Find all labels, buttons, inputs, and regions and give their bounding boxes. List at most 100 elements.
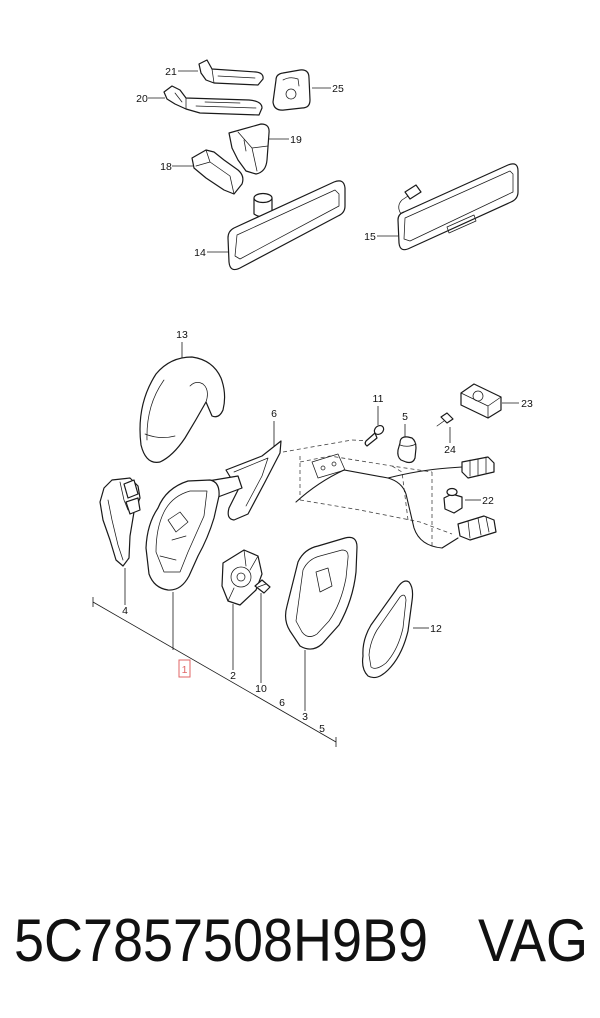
part-13-mirror-cap bbox=[139, 356, 226, 463]
part-3-inner bbox=[295, 549, 349, 637]
part-24-shaft bbox=[436, 420, 445, 427]
door-hole-left bbox=[320, 465, 326, 471]
part-4-clip-lower bbox=[125, 497, 141, 515]
part-3-mirror-carrier bbox=[284, 536, 358, 650]
callout-12: 12 bbox=[430, 623, 442, 635]
part-23-hole bbox=[472, 390, 484, 402]
part-15-rearview-mirror bbox=[397, 163, 519, 251]
callout-1: 1 bbox=[182, 664, 188, 676]
part-21-bracket bbox=[198, 59, 264, 86]
wire-main bbox=[295, 469, 459, 549]
part-25-outline bbox=[272, 69, 311, 111]
part-6-mirror-base bbox=[225, 440, 282, 521]
part-12-outline bbox=[361, 580, 414, 679]
part-25-cover bbox=[272, 69, 311, 111]
part-22-bulb bbox=[446, 487, 458, 497]
callout-4: 4 bbox=[122, 605, 128, 617]
part-23-outline bbox=[460, 383, 502, 419]
callout-14: 14 bbox=[194, 247, 206, 259]
part-19-outline bbox=[228, 123, 270, 175]
part-3-boss bbox=[315, 567, 333, 593]
part-23-housing bbox=[460, 383, 502, 419]
part-18-cover bbox=[191, 149, 244, 195]
callout-21: 21 bbox=[165, 66, 177, 78]
part-2-hub bbox=[236, 572, 246, 582]
part-20-detail bbox=[174, 92, 257, 110]
part-10-screw bbox=[254, 579, 271, 594]
part-25-detail bbox=[282, 77, 300, 87]
callout-5-lower: 5 bbox=[319, 723, 325, 735]
callout-1-highlight-box bbox=[178, 659, 191, 678]
part-15-connector-wire bbox=[398, 195, 409, 215]
callout-10: 10 bbox=[255, 683, 267, 695]
connector-upper-detail bbox=[469, 456, 487, 477]
part-20-trim bbox=[163, 85, 263, 116]
callout-6-upper: 6 bbox=[271, 408, 277, 420]
part-19-detail bbox=[237, 131, 269, 172]
callout-20: 20 bbox=[136, 93, 148, 105]
part-22-body bbox=[443, 493, 463, 514]
part-4-clip-upper bbox=[123, 479, 139, 499]
part-11-head bbox=[373, 424, 385, 436]
part-15-mirror-body bbox=[397, 163, 519, 251]
part-15-mirror-glass bbox=[403, 170, 514, 242]
part-5-cap bbox=[397, 436, 417, 464]
part-14-mount-knob-top bbox=[253, 192, 273, 204]
part-21-detail bbox=[211, 68, 256, 84]
part-12-mirror-glass bbox=[361, 580, 414, 679]
callout-25: 25 bbox=[332, 83, 344, 95]
part-4-turn-signal bbox=[99, 477, 141, 567]
callout-23: 23 bbox=[521, 398, 533, 410]
part-11-shaft bbox=[364, 432, 378, 447]
callout-18: 18 bbox=[160, 161, 172, 173]
part-15-badge bbox=[446, 214, 477, 234]
callout-3: 3 bbox=[302, 711, 308, 723]
part-5-detail bbox=[399, 443, 417, 447]
part-23-detail bbox=[460, 392, 502, 419]
part-10-head bbox=[254, 579, 271, 594]
connector-lower bbox=[457, 515, 497, 541]
part-2-outline bbox=[221, 549, 263, 606]
part-24-head bbox=[440, 412, 454, 424]
part-2-detail bbox=[227, 549, 259, 602]
part-11-screw bbox=[364, 424, 385, 447]
part-13-detail bbox=[144, 379, 208, 441]
part-18-detail bbox=[195, 149, 235, 195]
part-14-mirror-glass bbox=[234, 189, 340, 260]
door-outline-dashed bbox=[282, 439, 453, 548]
part-12-inner bbox=[368, 594, 407, 669]
part-19-cover bbox=[228, 123, 270, 175]
part-22-bulb-holder bbox=[443, 487, 463, 514]
part-15-connector bbox=[404, 184, 422, 200]
part-1-detail bbox=[159, 511, 189, 561]
callout-13: 13 bbox=[176, 329, 188, 341]
part-14-rearview-mirror bbox=[227, 180, 346, 271]
wiring-harness bbox=[295, 456, 497, 549]
part-4-outline bbox=[99, 477, 141, 567]
connector-lower-detail bbox=[467, 516, 490, 539]
part-2-ring bbox=[230, 566, 252, 588]
callout-15: 15 bbox=[364, 231, 376, 243]
part-2-adjustment-motor bbox=[221, 549, 263, 606]
callout-6-lower: 6 bbox=[279, 697, 285, 709]
wire-branch bbox=[387, 466, 463, 479]
part-25-hole bbox=[285, 88, 297, 100]
part-5-outline bbox=[397, 436, 417, 464]
part-number: 5C7857508H9B9 bbox=[14, 907, 428, 974]
part-3-outline bbox=[284, 536, 358, 650]
part-4-detail bbox=[107, 481, 129, 561]
assembly-baseline bbox=[92, 601, 337, 743]
part-1-mirror-housing bbox=[145, 475, 243, 591]
callout-22: 22 bbox=[482, 495, 494, 507]
part-1-inner-frame bbox=[155, 490, 208, 573]
callout-24: 24 bbox=[444, 444, 456, 456]
part-6-detail bbox=[233, 457, 269, 507]
callout-2: 2 bbox=[230, 670, 236, 682]
part-18-outline bbox=[191, 149, 244, 195]
door-hole-right bbox=[331, 461, 337, 467]
part-10-detail bbox=[257, 583, 267, 588]
part-14-mirror-body bbox=[227, 180, 346, 271]
callout-19: 19 bbox=[290, 134, 302, 146]
